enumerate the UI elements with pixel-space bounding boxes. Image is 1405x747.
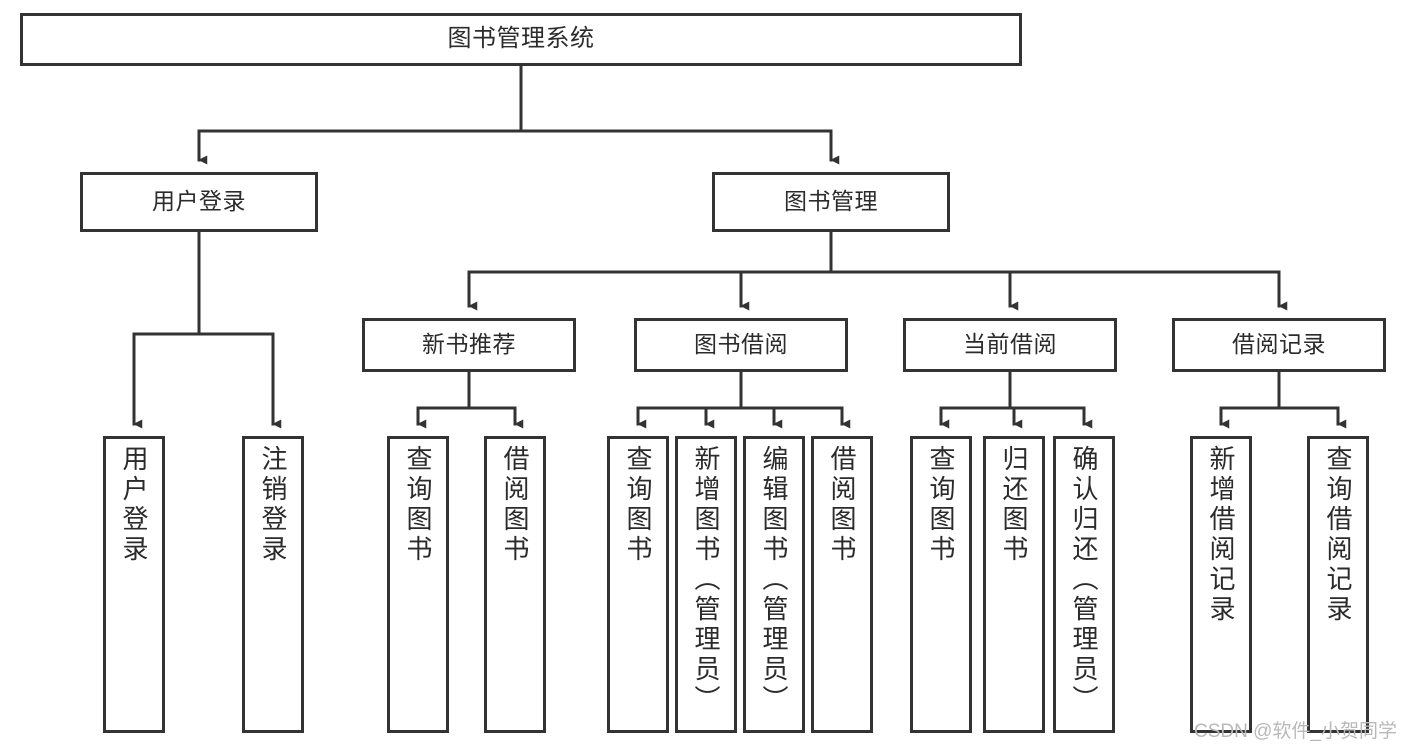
leaf-query-record[interactable]: 查询借阅记录	[1307, 436, 1369, 733]
leaf-logout[interactable]: 注销登录	[242, 436, 304, 733]
node-root-label: 图书管理系统	[447, 25, 595, 53]
leaf-query-book-2-label: 查询图书	[623, 445, 653, 565]
leaf-query-book-3[interactable]: 查询图书	[910, 436, 972, 733]
leaf-edit-book-admin[interactable]: 编辑图书（管理员）	[743, 436, 805, 733]
node-book-manage[interactable]: 图书管理	[712, 172, 950, 232]
leaf-query-book-2[interactable]: 查询图书	[607, 436, 669, 733]
leaf-add-record-label: 新增借阅记录	[1206, 445, 1236, 625]
node-book-manage-label: 图书管理	[784, 188, 878, 215]
leaf-query-record-label: 查询借阅记录	[1323, 445, 1353, 625]
leaf-borrow-book-2-label: 借阅图书	[827, 445, 857, 565]
leaf-query-book-1[interactable]: 查询图书	[387, 436, 449, 733]
node-current-borrow[interactable]: 当前借阅	[903, 318, 1117, 372]
node-new-book-recommend[interactable]: 新书推荐	[362, 318, 576, 372]
leaf-query-book-1-label: 查询图书	[403, 445, 433, 565]
node-user-login-label: 用户登录	[152, 188, 246, 215]
leaf-logout-label: 注销登录	[258, 445, 288, 565]
node-new-book-recommend-label: 新书推荐	[422, 331, 516, 358]
leaf-borrow-book-1[interactable]: 借阅图书	[484, 436, 546, 733]
node-borrow-record-label: 借阅记录	[1232, 331, 1326, 358]
leaf-edit-book-admin-label: 编辑图书（管理员）	[759, 445, 789, 715]
leaf-borrow-book-1-label: 借阅图书	[500, 445, 530, 565]
leaf-add-record[interactable]: 新增借阅记录	[1190, 436, 1252, 733]
node-borrow-record[interactable]: 借阅记录	[1172, 318, 1386, 372]
leaf-user-login-label: 用户登录	[119, 445, 149, 565]
leaf-confirm-return-label: 确认归还（管理员）	[1069, 445, 1099, 715]
leaf-add-book-admin[interactable]: 新增图书（管理员）	[675, 436, 737, 733]
leaf-user-login[interactable]: 用户登录	[103, 436, 165, 733]
leaf-borrow-book-2[interactable]: 借阅图书	[811, 436, 873, 733]
node-root[interactable]: 图书管理系统	[20, 13, 1022, 66]
leaf-return-book[interactable]: 归还图书	[983, 436, 1045, 733]
leaf-add-book-admin-label: 新增图书（管理员）	[691, 445, 721, 715]
leaf-confirm-return[interactable]: 确认归还（管理员）	[1053, 436, 1115, 733]
node-book-borrow[interactable]: 图书借阅	[634, 318, 848, 372]
leaf-query-book-3-label: 查询图书	[926, 445, 956, 565]
node-current-borrow-label: 当前借阅	[963, 331, 1057, 358]
csdn-watermark: CSDN @软件_小贺同学	[1194, 721, 1397, 742]
node-user-login[interactable]: 用户登录	[80, 172, 318, 232]
node-book-borrow-label: 图书借阅	[694, 331, 788, 358]
leaf-return-book-label: 归还图书	[999, 445, 1029, 565]
